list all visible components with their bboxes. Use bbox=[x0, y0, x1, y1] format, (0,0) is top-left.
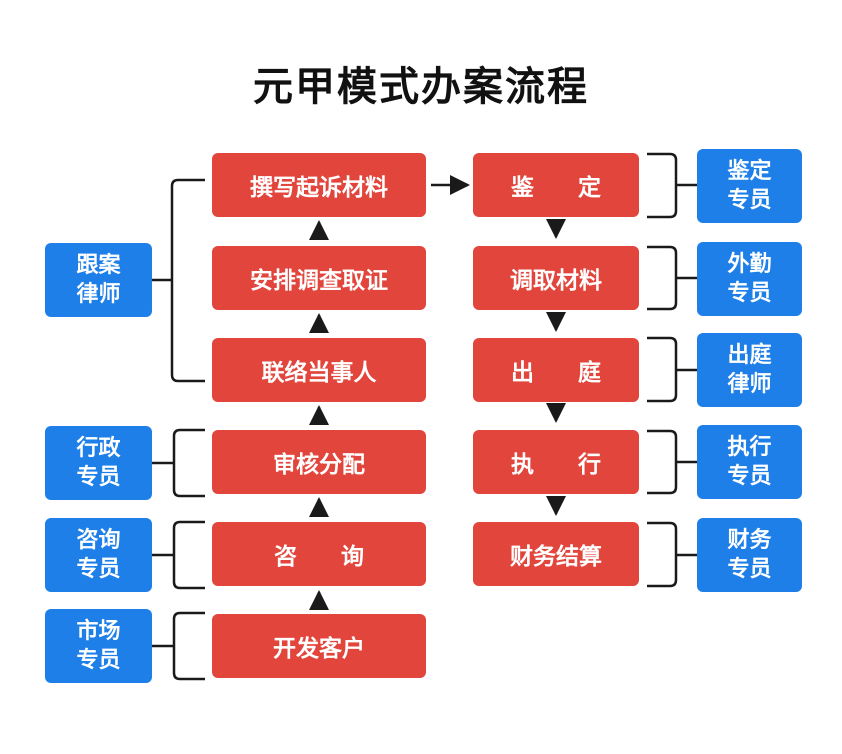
role-court-lawyer: 出庭 律师 bbox=[697, 333, 802, 407]
role-line: 出庭 bbox=[727, 343, 772, 368]
role-consult-specialist: 咨询 专员 bbox=[45, 518, 152, 592]
role-line: 专员 bbox=[727, 188, 772, 213]
role-field-specialist: 外勤 专员 bbox=[697, 242, 802, 316]
role-execution-specialist: 执行 专员 bbox=[697, 425, 802, 499]
step-financial-settlement: 财务结算 bbox=[473, 522, 639, 586]
role-finance-specialist: 财务 专员 bbox=[697, 518, 802, 592]
role-line: 专员 bbox=[76, 557, 121, 582]
step-investigation: 安排调查取证 bbox=[212, 246, 426, 310]
role-admin-specialist: 行政 专员 bbox=[45, 426, 152, 500]
role-line: 专员 bbox=[727, 281, 772, 306]
role-case-lawyer: 跟案 律师 bbox=[45, 243, 152, 317]
role-appraisal-specialist: 鉴定 专员 bbox=[697, 149, 802, 223]
role-marketing-specialist: 市场 专员 bbox=[45, 609, 152, 683]
role-line: 鉴定 bbox=[727, 159, 772, 184]
step-execution: 执 行 bbox=[473, 430, 639, 494]
role-line: 专员 bbox=[727, 464, 772, 489]
role-line: 专员 bbox=[727, 557, 772, 582]
role-line: 律师 bbox=[76, 282, 121, 307]
step-draft-complaint: 撰写起诉材料 bbox=[212, 153, 426, 217]
step-court-appearance: 出 庭 bbox=[473, 338, 639, 402]
step-consult: 咨 询 bbox=[212, 522, 426, 586]
role-line: 市场 bbox=[76, 619, 121, 644]
step-develop-clients: 开发客户 bbox=[212, 614, 426, 678]
step-retrieve-materials: 调取材料 bbox=[473, 246, 639, 310]
page-title: 元甲模式办案流程 bbox=[253, 64, 589, 110]
step-appraisal: 鉴 定 bbox=[473, 153, 639, 217]
role-line: 律师 bbox=[727, 372, 772, 397]
role-line: 财务 bbox=[727, 528, 772, 553]
role-line: 专员 bbox=[76, 648, 121, 673]
role-line: 跟案 bbox=[76, 253, 121, 278]
role-line: 专员 bbox=[76, 465, 121, 490]
step-review-assign: 审核分配 bbox=[212, 430, 426, 494]
role-line: 行政 bbox=[76, 436, 121, 461]
step-contact-party: 联络当事人 bbox=[212, 338, 426, 402]
role-line: 外勤 bbox=[727, 252, 772, 277]
role-line: 执行 bbox=[727, 435, 772, 460]
role-line: 咨询 bbox=[76, 528, 121, 553]
